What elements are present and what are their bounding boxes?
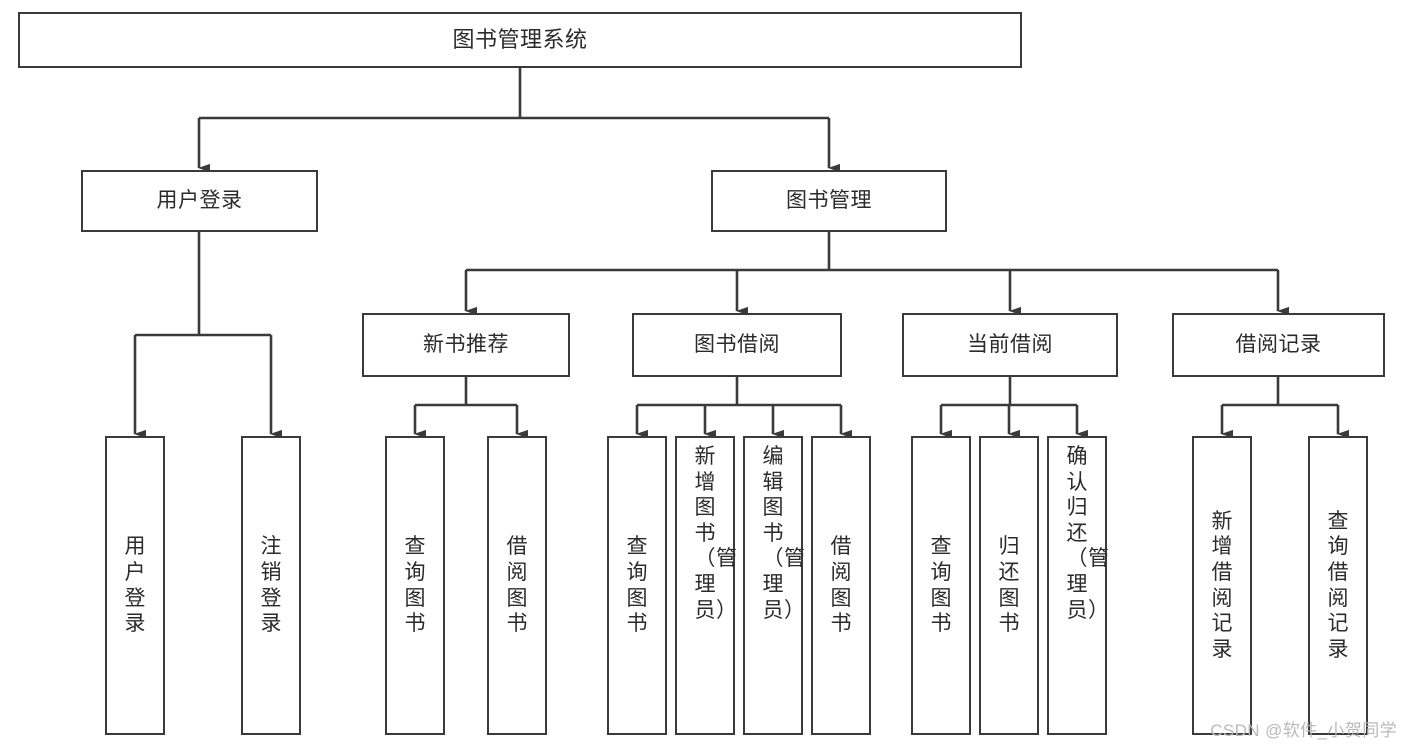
- node-leaf-add-borrow-record[interactable]: 新增借阅记录: [1192, 436, 1252, 735]
- node-leaf-borrow-book-1[interactable]: 借阅图书: [487, 436, 547, 735]
- node-leaf-add-book-admin[interactable]: 新增图书（管理员）: [675, 436, 738, 735]
- node-leaf-query-borrow-record[interactable]: 查询借阅记录: [1308, 436, 1368, 735]
- node-leaf-edit-book-admin-label: 编辑图书（管理员）: [762, 445, 806, 622]
- node-leaf-confirm-return-admin[interactable]: 确认归还（管理员）: [1047, 436, 1110, 735]
- node-book-borrow[interactable]: 图书借阅: [632, 313, 842, 377]
- node-book-borrow-label: 图书借阅: [694, 333, 780, 357]
- node-leaf-user-login-label: 用户登录: [124, 535, 146, 636]
- node-leaf-borrow-book-2[interactable]: 借阅图书: [811, 436, 871, 735]
- node-leaf-edit-book-admin[interactable]: 编辑图书（管理员）: [743, 436, 806, 735]
- node-leaf-user-login[interactable]: 用户登录: [105, 436, 165, 735]
- node-new-book-recommend-label: 新书推荐: [423, 333, 509, 357]
- node-new-book-recommend[interactable]: 新书推荐: [362, 313, 570, 377]
- node-leaf-query-book-2[interactable]: 查询图书: [607, 436, 667, 735]
- node-leaf-return-book[interactable]: 归还图书: [979, 436, 1039, 735]
- node-book-manage[interactable]: 图书管理: [711, 170, 947, 232]
- node-current-borrow[interactable]: 当前借阅: [902, 313, 1118, 377]
- watermark: CSDN @软件_小贺同学: [1210, 721, 1397, 740]
- node-root-label: 图书管理系统: [452, 26, 588, 52]
- node-user-login[interactable]: 用户登录: [81, 170, 318, 232]
- node-leaf-query-book-3-label: 查询图书: [930, 535, 952, 636]
- node-borrow-record-label: 借阅记录: [1235, 333, 1322, 357]
- node-leaf-return-book-label: 归还图书: [998, 535, 1020, 636]
- node-borrow-record[interactable]: 借阅记录: [1172, 313, 1385, 377]
- node-current-borrow-label: 当前借阅: [967, 333, 1053, 357]
- node-leaf-query-book-2-label: 查询图书: [626, 535, 648, 636]
- node-book-manage-label: 图书管理: [786, 189, 872, 213]
- node-leaf-logout-login-label: 注销登录: [260, 535, 282, 636]
- node-leaf-query-book-1-label: 查询图书: [404, 535, 426, 636]
- node-leaf-add-borrow-record-label: 新增借阅记录: [1211, 509, 1233, 661]
- node-leaf-add-book-admin-label: 新增图书（管理员）: [694, 445, 738, 622]
- node-leaf-logout-login[interactable]: 注销登录: [241, 436, 301, 735]
- node-user-login-label: 用户登录: [156, 189, 243, 213]
- node-root[interactable]: 图书管理系统: [18, 12, 1022, 68]
- node-leaf-query-borrow-record-label: 查询借阅记录: [1327, 509, 1349, 661]
- node-leaf-confirm-return-admin-label: 确认归还（管理员）: [1066, 445, 1110, 622]
- node-leaf-query-book-3[interactable]: 查询图书: [911, 436, 971, 735]
- node-leaf-query-book-1[interactable]: 查询图书: [385, 436, 445, 735]
- node-leaf-borrow-book-1-label: 借阅图书: [506, 535, 528, 636]
- node-leaf-borrow-book-2-label: 借阅图书: [830, 535, 852, 636]
